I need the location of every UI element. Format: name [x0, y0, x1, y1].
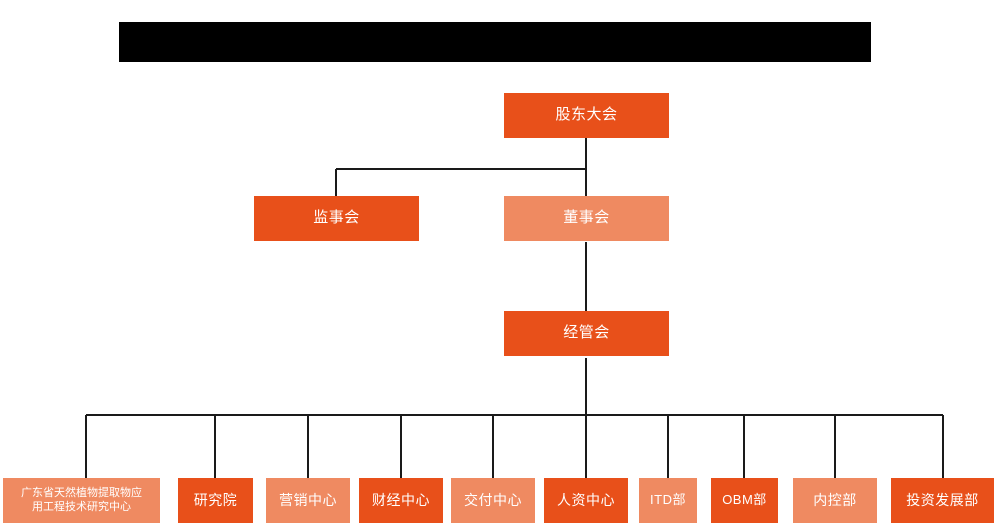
- redacted-title-banner: [119, 22, 871, 62]
- org-node-label: 股东大会: [555, 106, 618, 124]
- org-node-label: 财经中心: [372, 491, 430, 508]
- org-node-obm-dept[interactable]: OBM部: [711, 478, 778, 523]
- org-node-delivery-center[interactable]: 交付中心: [451, 478, 535, 523]
- org-node-label: 经管会: [563, 324, 610, 342]
- org-node-supervisors[interactable]: 监事会: [254, 196, 419, 241]
- org-node-label: 研究院: [193, 491, 238, 508]
- org-node-label: OBM部: [722, 492, 767, 508]
- org-node-investment-dev-dept[interactable]: 投资发展部: [891, 478, 994, 523]
- org-node-label: 营销中心: [279, 491, 337, 508]
- org-node-label: ITD部: [650, 492, 686, 508]
- org-node-label: 人资中心: [557, 491, 615, 508]
- org-node-management[interactable]: 经管会: [504, 311, 669, 356]
- org-node-label: 内控部: [813, 491, 857, 508]
- org-node-label: 广东省天然植物提取物应 用工程技术研究中心: [21, 486, 142, 513]
- org-node-label: 监事会: [313, 209, 360, 227]
- org-node-research-center[interactable]: 广东省天然植物提取物应 用工程技术研究中心: [3, 478, 160, 523]
- org-node-institute[interactable]: 研究院: [178, 478, 253, 523]
- org-node-itd-dept[interactable]: ITD部: [639, 478, 697, 523]
- org-node-finance-center[interactable]: 财经中心: [359, 478, 443, 523]
- org-node-label: 交付中心: [464, 491, 522, 508]
- org-node-shareholders[interactable]: 股东大会: [504, 93, 669, 138]
- org-node-hr-center[interactable]: 人资中心: [544, 478, 628, 523]
- org-node-directors[interactable]: 董事会: [504, 196, 669, 241]
- org-node-label: 董事会: [563, 209, 610, 227]
- org-node-marketing-center[interactable]: 营销中心: [266, 478, 350, 523]
- org-node-internal-control-dept[interactable]: 内控部: [793, 478, 877, 523]
- org-node-label: 投资发展部: [906, 491, 979, 508]
